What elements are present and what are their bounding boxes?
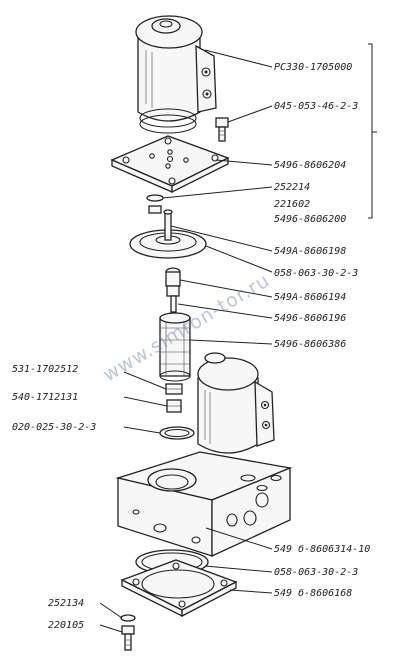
- label-020-025: 020-025-30-2-3: [12, 422, 96, 433]
- label-pc330: PC330-1705000: [274, 62, 352, 73]
- label-220105: 220105: [48, 620, 84, 631]
- lower-solenoid: [197, 352, 275, 454]
- label-5496-8606200: 5496-8606200: [274, 214, 346, 225]
- label-549b-8606314: 549 б-8606314-10: [274, 543, 370, 555]
- diaphragm: [129, 209, 207, 259]
- label-221602: 221602: [274, 199, 310, 210]
- label-5496-8606204: 5496-8606204: [274, 160, 346, 171]
- label-252134: 252134: [48, 598, 84, 609]
- bottom-plate: [120, 559, 238, 618]
- label-540-1712131: 540-1712131: [12, 392, 78, 403]
- label-549a-8606198: 549A-8606198: [274, 246, 346, 257]
- valve-pin: [165, 267, 181, 313]
- small-washers: [146, 194, 164, 214]
- label-5496-8606196: 5496-8606196: [274, 313, 346, 324]
- screw-top: [215, 117, 229, 142]
- label-5496-8606386: 5496-8606386: [274, 339, 346, 350]
- top-plate: [110, 135, 230, 194]
- label-058-063-b: 058-063-30-2-3: [274, 567, 358, 578]
- label-252214: 252214: [274, 182, 310, 193]
- spool-assembly: [159, 312, 191, 382]
- label-045-053: 045-053-46-2-3: [274, 101, 358, 112]
- label-531-1702512: 531-1702512: [12, 364, 78, 375]
- leader-lines: [99, 43, 377, 633]
- left-small-parts: [159, 383, 195, 440]
- valve-body: [115, 451, 293, 558]
- bottom-bolt: [120, 614, 136, 651]
- top-solenoid: [135, 15, 217, 134]
- label-549a-8606194: 549A-8606194: [274, 292, 346, 303]
- label-549b-8606168: 549 б-8606168: [274, 587, 352, 599]
- label-058-063-a: 058-063-30-2-3: [274, 268, 358, 279]
